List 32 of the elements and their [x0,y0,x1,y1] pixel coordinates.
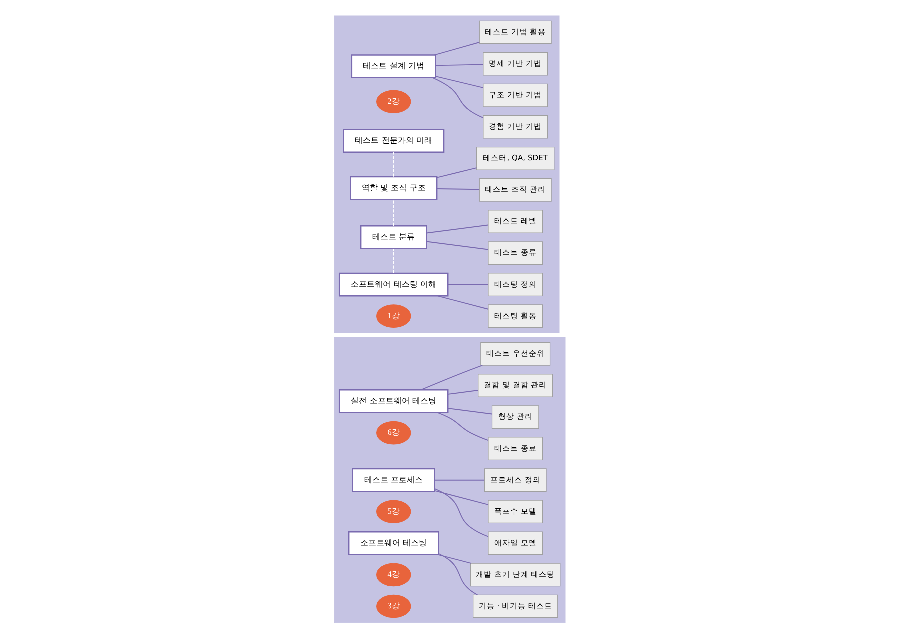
connector [434,480,485,481]
node-box: 테스트 설계 기법 [351,54,436,79]
connector [438,296,489,310]
connector [448,390,479,395]
connector [438,553,478,596]
connector [426,241,489,250]
connector [435,76,484,88]
connector [420,365,484,391]
connector [437,412,489,442]
connector [448,408,493,415]
connector [393,248,394,274]
connector [436,168,478,178]
node-box: 테스트 분류 [360,226,428,250]
connector [435,64,484,66]
node-box: 소프트웨어 테스팅 [348,531,440,556]
connector [434,488,489,538]
node-box: 실전 소프트웨어 테스팅 [338,390,449,414]
connector [448,284,489,286]
node-box: 소프트웨어 테스팅 이해 [338,272,449,297]
connector [426,224,489,234]
connector [434,42,480,56]
cluster [334,16,560,334]
node-box: 역할 및 조직 구조 [350,176,438,200]
connector [393,199,394,226]
cluster [334,337,566,624]
connector [434,490,489,506]
node-box: 테스트 프로세스 [352,468,436,492]
connector [432,78,484,118]
connector [393,152,394,178]
connector [438,554,472,564]
connector [436,188,480,190]
node-box: 테스트 전문가의 미래 [343,129,445,153]
